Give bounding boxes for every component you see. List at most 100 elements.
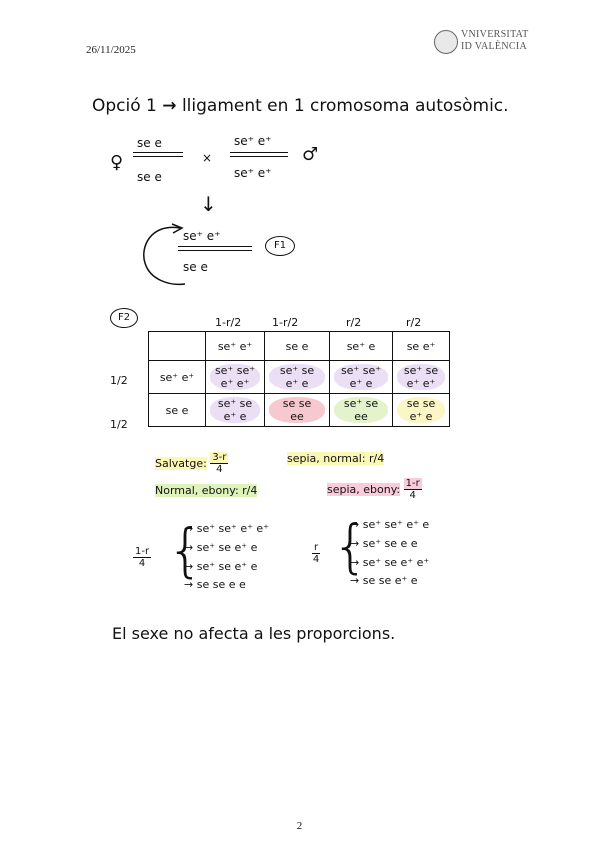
f1-genotype-bottom: se e	[183, 260, 208, 274]
punnett-cell: se⁺ se⁺e⁺ e	[329, 360, 393, 394]
cell-line: se⁺ se	[217, 397, 253, 410]
sepia-ebony-label: sepia, ebony:	[327, 482, 401, 496]
punnett-header-row: se⁺ e⁺ se e se⁺ e se e⁺	[148, 331, 450, 361]
gamete-text: se⁺ e	[346, 339, 376, 353]
self-cross-arrow-icon	[143, 223, 186, 286]
row-freq-2: 1/2	[110, 418, 128, 431]
group-1-item: → se⁺ se e⁺ e	[184, 560, 258, 573]
punnett-cell: se⁺ se⁺e⁺ e⁺	[205, 360, 265, 394]
right-arrow-icon: →	[162, 96, 177, 116]
punnett-corner	[148, 331, 206, 361]
gamete-text: se⁺ e⁺	[217, 339, 253, 353]
f1-genotype-top: se⁺ e⁺	[183, 229, 221, 243]
fraction-denominator: 4	[409, 490, 416, 501]
cell-line: e⁺ e	[223, 410, 247, 423]
female-chromosome-line-1	[133, 152, 183, 153]
col-freq-4: r/2	[406, 316, 422, 329]
gamete-text: se⁺ e⁺	[159, 370, 195, 384]
ratio-normal-ebony: Normal, ebony: r/4	[155, 484, 258, 497]
cell-line: e⁺ e	[349, 377, 373, 390]
university-logo: VNIVERSITAT ID VALÈNCIA	[434, 29, 534, 55]
genotype-text: se⁺ se e e	[362, 537, 418, 550]
cell-line: ee	[290, 410, 304, 423]
female-symbol-icon: ♀	[110, 152, 124, 173]
fraction-numerator: 1-r	[403, 478, 422, 490]
female-genotype-top: se e	[137, 136, 162, 150]
f2-label: F2	[110, 308, 138, 328]
row-freq-1: 1/2	[110, 374, 128, 387]
fraction-denominator: 4	[138, 558, 146, 569]
cell-line: se⁺ se⁺	[214, 364, 256, 377]
col-freq-3: r/2	[346, 316, 362, 329]
wild-type-label: Salvatge:	[155, 456, 207, 470]
group-2-item: → se⁺ se e⁺ e⁺	[350, 556, 430, 569]
normal-ebony-text: Normal, ebony: r/4	[155, 484, 258, 497]
gamete-text: se e	[285, 339, 309, 353]
f1-chromosome-line-2	[178, 250, 252, 251]
genotype-text: se⁺ se e⁺ e⁺	[362, 556, 430, 569]
down-arrow-icon: ↓	[200, 192, 217, 216]
cell-line: se se	[406, 397, 436, 410]
f1-chromosome-line-1	[178, 246, 252, 247]
fraction-numerator: 3-r	[210, 452, 229, 464]
col-freq-2: 1-r/2	[272, 316, 299, 329]
cell-line: se⁺ se	[279, 364, 315, 377]
cell-line: e⁺ e⁺	[406, 377, 436, 390]
cross-symbol: ×	[202, 151, 213, 165]
group-1-item: → se⁺ se e⁺ e	[184, 541, 258, 554]
option-description: lligament en 1 cromosoma autosòmic.	[181, 96, 509, 116]
cell-line: e⁺ e	[285, 377, 309, 390]
cell-line: ee	[354, 410, 368, 423]
punnett-square: se⁺ e⁺ se e se⁺ e se e⁺ se⁺ e⁺ se⁺ se⁺e⁺…	[148, 331, 450, 427]
gamete-header: se e	[264, 331, 330, 361]
logo-line-1: VNIVERSITAT	[461, 29, 529, 40]
closing-statement: El sexe no afecta a les proporcions.	[112, 624, 396, 643]
gamete-header: se⁺ e⁺	[205, 331, 265, 361]
page-date: 26/11/2025	[86, 44, 136, 56]
fraction-numerator: r	[312, 542, 321, 554]
male-chromosome-line-2	[230, 156, 288, 157]
col-freq-1: 1-r/2	[215, 316, 242, 329]
row-gamete: se e	[148, 393, 206, 427]
genotype-text: se⁺ se⁺ e⁺ e⁺	[196, 522, 269, 535]
sepia-normal-text: sepia, normal: r/4	[287, 452, 385, 465]
group-1-item: → se se e e	[184, 578, 246, 591]
gamete-header: se e⁺	[392, 331, 450, 361]
genotype-text: se⁺ se e⁺ e	[196, 541, 258, 554]
fraction-denominator: 4	[216, 464, 223, 475]
logo-line-2: ID VALÈNCIA	[461, 41, 527, 52]
gamete-text: se e⁺	[406, 339, 436, 353]
genotype-text: se se e e	[196, 578, 246, 591]
row-gamete: se⁺ e⁺	[148, 360, 206, 394]
female-chromosome-line-2	[133, 156, 183, 157]
group-2-item: → se⁺ se⁺ e⁺ e	[350, 518, 430, 531]
genotype-text: se⁺ se⁺ e⁺ e	[362, 518, 430, 531]
f1-label: F1	[265, 236, 295, 256]
group-1-item: → se⁺ se⁺ e⁺ e⁺	[184, 522, 269, 535]
cell-line: e⁺ e⁺	[220, 377, 250, 390]
group-2-item: → se⁺ se e e	[350, 537, 418, 550]
page-number: 2	[296, 820, 303, 832]
cell-line: se⁺ se	[343, 397, 379, 410]
male-symbol-icon: ♂	[302, 144, 319, 165]
option-title: Opció 1 → lligament en 1 cromosoma autos…	[92, 96, 509, 116]
gamete-text: se e	[165, 403, 189, 417]
group-1-brace: {	[167, 516, 204, 584]
group-2-item: → se se e⁺ e	[350, 574, 418, 587]
male-genotype-top: se⁺ e⁺	[234, 134, 272, 148]
female-genotype-bottom: se e	[137, 170, 162, 184]
genotype-text: se se e⁺ e	[362, 574, 418, 587]
